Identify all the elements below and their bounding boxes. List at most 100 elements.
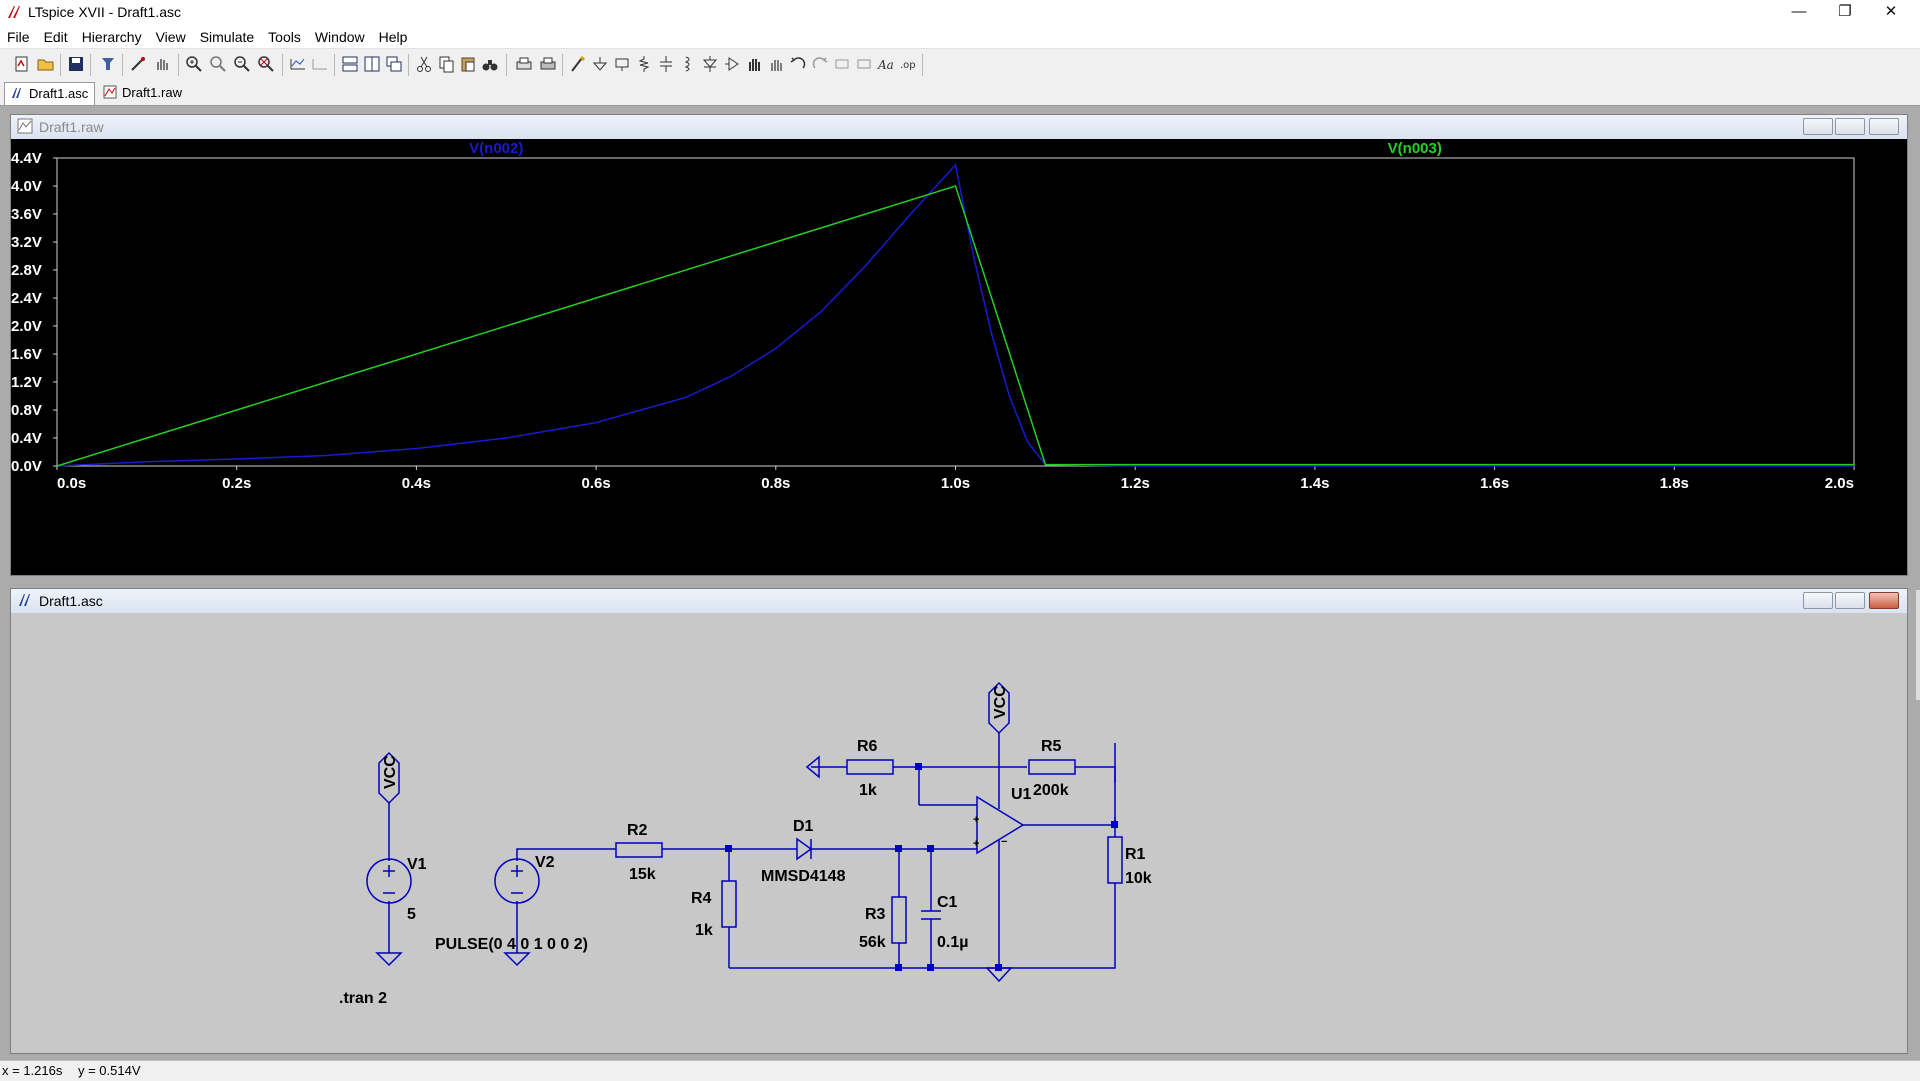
move-hand-icon[interactable] (744, 54, 764, 74)
y-tick-label: 2.4V (11, 290, 42, 307)
find-binoculars-icon[interactable] (480, 54, 500, 74)
x-tick-label: 2.0s (1825, 475, 1854, 492)
waveform-restore-button[interactable] (1835, 118, 1865, 135)
rotate-icon[interactable] (832, 54, 852, 74)
schematic-icon (19, 594, 30, 606)
zoom-fit-icon[interactable] (256, 54, 276, 74)
r4-value: 1k (695, 922, 713, 939)
mirror-icon[interactable] (854, 54, 874, 74)
v1-voltage-source[interactable] (366, 858, 412, 904)
resistor-r5[interactable] (1028, 759, 1076, 775)
tran-directive[interactable]: .tran 2 (339, 990, 387, 1007)
schematic-canvas[interactable]: + + − VCC VCC V1 5 V2 PULSE(0 4 0 1 0 0 … (11, 613, 1907, 1053)
paste-icon[interactable] (458, 54, 478, 74)
trace-vn003[interactable] (56, 185, 1854, 467)
svg-text:.op: .op (900, 60, 916, 71)
x-tick-label: 1.2s (1121, 475, 1150, 492)
scrollbar-edge[interactable] (1916, 590, 1920, 700)
zoom-out-icon[interactable] (232, 54, 252, 74)
control-panel-icon[interactable] (98, 54, 118, 74)
tab-draft1-raw[interactable]: Draft1.raw (98, 82, 188, 104)
pan-icon[interactable] (208, 54, 228, 74)
ground-icon[interactable] (590, 54, 610, 74)
x-tick-label: 1.8s (1660, 475, 1689, 492)
waveform-close-button[interactable] (1869, 118, 1899, 135)
waveform-plot[interactable]: 0.0V0.4V0.8V1.2V1.6V2.0V2.4V2.8V3.2V3.6V… (11, 139, 1907, 575)
waveform-icon (103, 85, 117, 99)
minimize-button[interactable]: — (1791, 3, 1807, 20)
opamp-u1[interactable] (976, 795, 1025, 855)
tab-draft1-asc[interactable]: Draft1.asc (4, 82, 96, 105)
diode-icon[interactable] (700, 54, 720, 74)
menu-help[interactable]: Help (378, 29, 408, 45)
tile-horizontal-icon[interactable] (340, 54, 360, 74)
tab-label: Draft1.asc (29, 86, 89, 101)
v2-value: PULSE(0 4 0 1 0 0 2) (435, 936, 588, 953)
zoom-in-icon[interactable] (184, 54, 204, 74)
c1-value: 0.1µ (937, 934, 968, 951)
component-icon[interactable] (722, 54, 742, 74)
y-tick-label: 1.2V (11, 374, 42, 391)
inductor-icon[interactable] (678, 54, 698, 74)
autorange-icon[interactable] (288, 54, 308, 74)
x-tick-label: 1.4s (1300, 475, 1329, 492)
y-tick-label: 0.0V (11, 458, 42, 475)
y-tick-label: 2.0V (11, 318, 42, 335)
c1-label: C1 (937, 894, 958, 911)
capacitor-c1[interactable] (921, 849, 941, 968)
schematic-window-titlebar: Draft1.asc (11, 589, 1907, 614)
v2-voltage-source[interactable] (494, 858, 540, 904)
menu-view[interactable]: View (155, 29, 186, 45)
menu-file[interactable]: File (7, 29, 30, 45)
copy-icon[interactable] (436, 54, 456, 74)
cut-icon[interactable] (414, 54, 434, 74)
waveform-minimize-button[interactable] (1803, 118, 1833, 135)
schematic-minimize-button[interactable] (1803, 592, 1833, 609)
open-folder-icon[interactable] (36, 54, 56, 74)
print-icon[interactable] (538, 54, 558, 74)
schematic-close-button[interactable] (1869, 592, 1899, 609)
menu-window[interactable]: Window (314, 29, 365, 45)
trace-vn002[interactable] (56, 163, 1854, 467)
capacitor-icon[interactable] (656, 54, 676, 74)
schematic-restore-button[interactable] (1835, 592, 1865, 609)
resistor-r6[interactable] (846, 759, 894, 775)
trace-legend-label[interactable]: V(n002) (469, 140, 523, 157)
save-icon[interactable] (66, 54, 86, 74)
run-icon[interactable] (128, 54, 148, 74)
undo-icon[interactable] (788, 54, 808, 74)
resistor-icon[interactable] (634, 54, 654, 74)
menu-tools[interactable]: Tools (268, 29, 301, 45)
restore-button[interactable]: ❐ (1838, 3, 1852, 20)
svg-text:+: + (973, 838, 979, 850)
draw-wire-icon[interactable] (568, 54, 588, 74)
x-tick-label: 1.0s (941, 475, 970, 492)
y-tick-label: 2.8V (11, 262, 42, 279)
spice-directive-icon[interactable]: .op (898, 54, 918, 74)
redo-icon[interactable] (810, 54, 830, 74)
menu-simulate[interactable]: Simulate (199, 29, 255, 45)
tile-vertical-icon[interactable] (362, 54, 382, 74)
vcc-flag-left[interactable] (378, 751, 400, 805)
resistor-r2[interactable] (615, 842, 663, 858)
trace-legend-label[interactable]: V(n003) (1388, 140, 1442, 157)
status-bar: x = 1.216s y = 0.514V (0, 1060, 1920, 1081)
x-tick-label: 0.0s (57, 475, 86, 492)
window-title: LTspice XVII - Draft1.asc (28, 4, 182, 20)
close-button[interactable]: ✕ (1884, 3, 1898, 20)
new-schematic-icon[interactable] (12, 54, 32, 74)
u1-label: U1 (1011, 786, 1032, 803)
cascade-icon[interactable] (384, 54, 404, 74)
delete-trace-icon[interactable] (310, 54, 330, 74)
print-preview-icon[interactable] (514, 54, 534, 74)
signal-arrow (805, 755, 820, 779)
menu-hierarchy[interactable]: Hierarchy (81, 29, 142, 45)
net-label-icon[interactable] (612, 54, 632, 74)
halt-hand-icon[interactable] (152, 54, 172, 74)
diode-d1[interactable] (729, 837, 977, 861)
drag-hand-icon[interactable] (766, 54, 786, 74)
vcc-flag-top[interactable] (988, 681, 1010, 735)
tab-label: Draft1.raw (122, 85, 182, 100)
menu-edit[interactable]: Edit (43, 29, 68, 45)
text-icon[interactable]: Aa (876, 54, 896, 74)
